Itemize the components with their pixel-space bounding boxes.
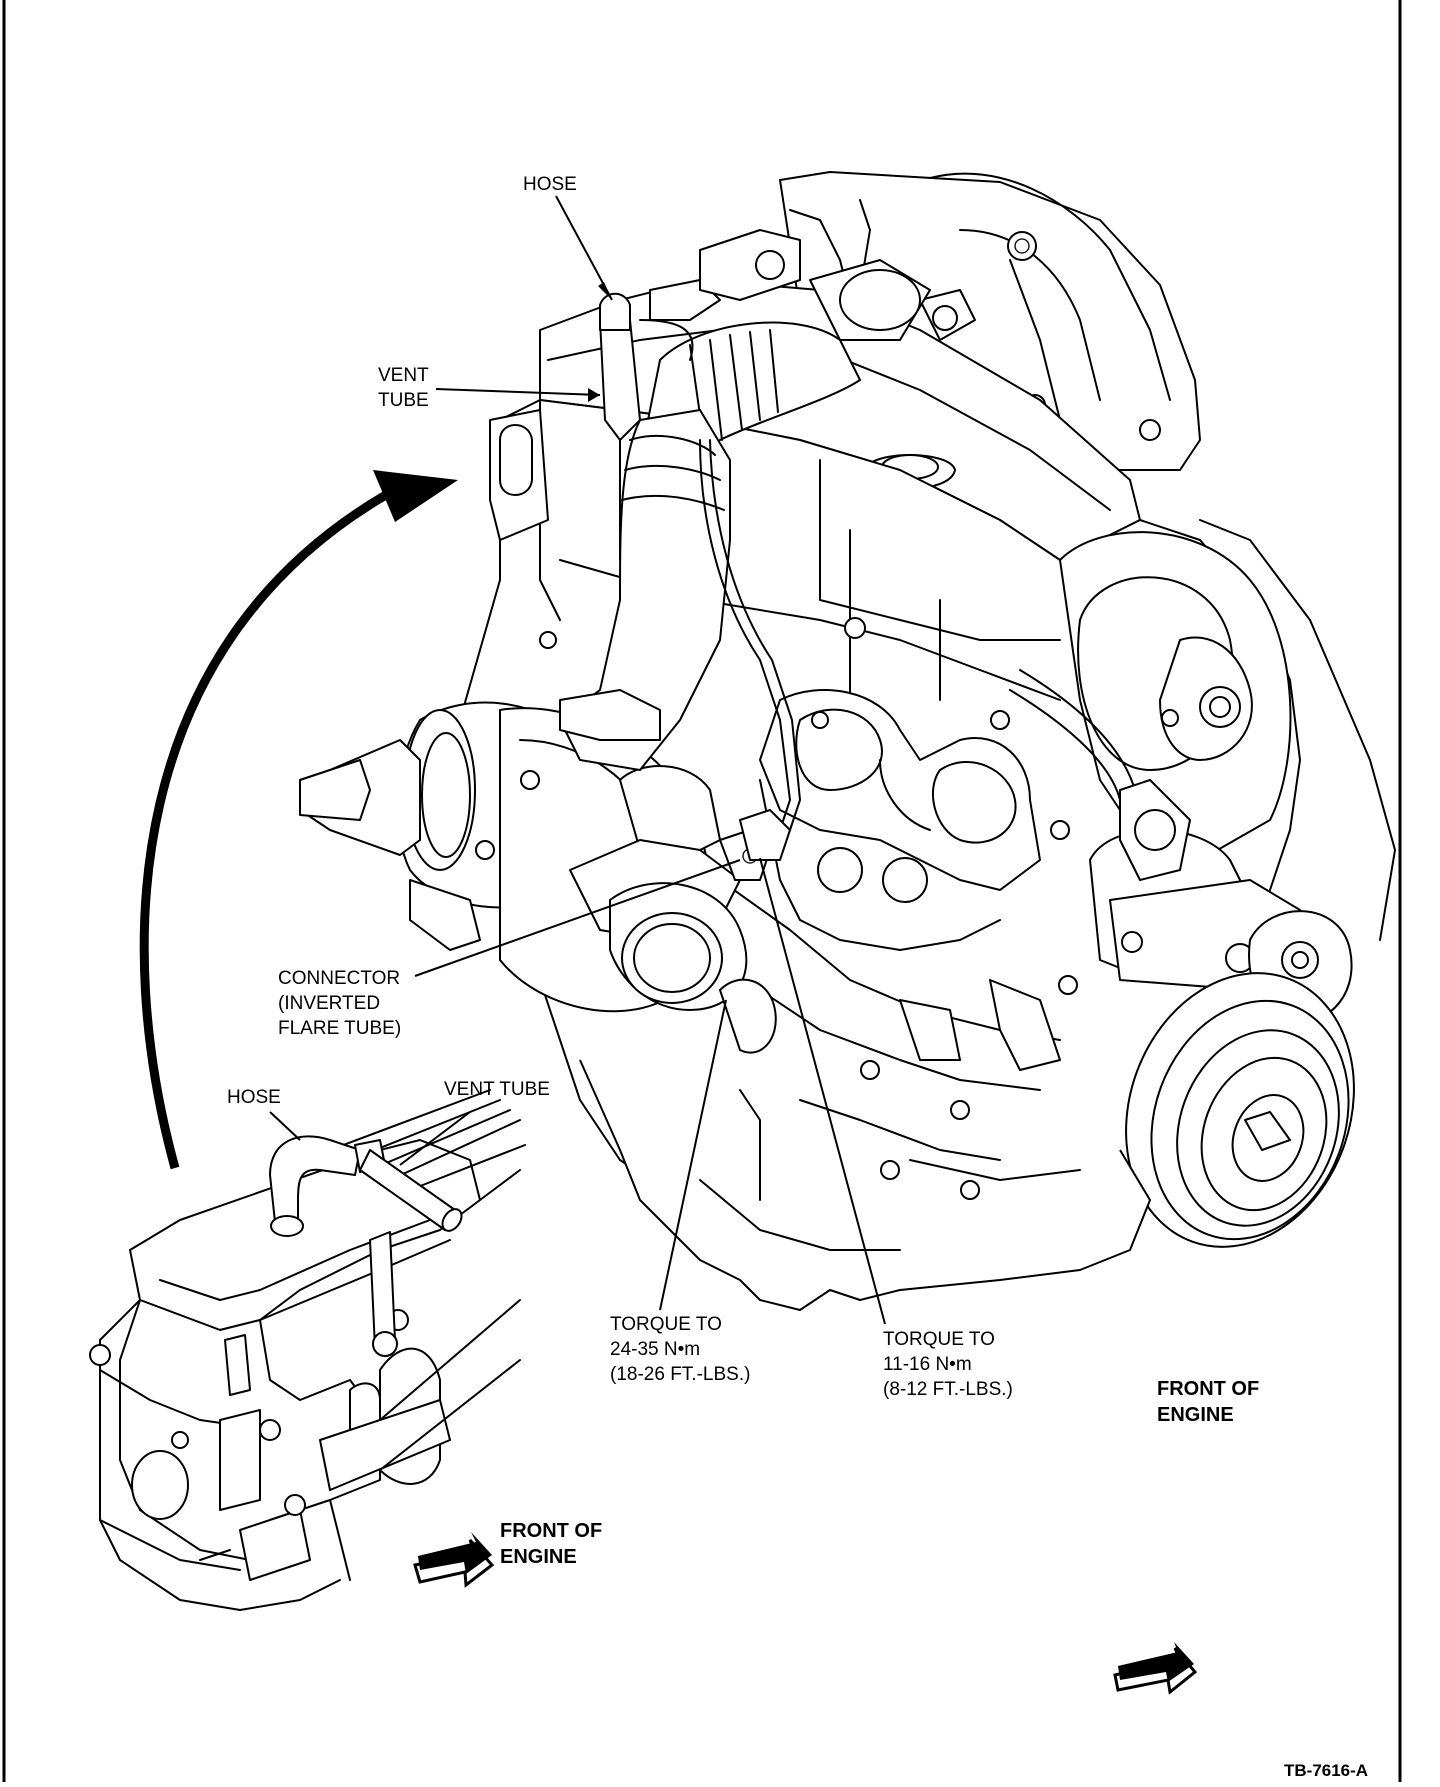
- front-direction-arrow-icon: [413, 1532, 495, 1588]
- label-front-right-1: FRONT OF: [1157, 1378, 1259, 1400]
- page-border: [2, 0, 1402, 1782]
- leader-lines: [269, 195, 886, 1325]
- label-torque-left-1: TORQUE TO: [610, 1314, 722, 1335]
- label-torque-left-2: 24-35 N•m: [610, 1339, 700, 1360]
- label-hose-inset: HOSE: [227, 1087, 281, 1108]
- label-connector-2: (INVERTED: [278, 993, 380, 1014]
- callout-labels: HOSE VENT TUBE CONNECTOR (INVERTED FLARE…: [227, 174, 1368, 1780]
- label-front-right-2: ENGINE: [1157, 1404, 1234, 1426]
- inset-cylinder-head-illustration: [89, 1089, 526, 1611]
- curved-pointer-arrow: [139, 470, 458, 1170]
- label-torque-right-3: (8-12 FT.-LBS.): [883, 1379, 1013, 1400]
- front-direction-arrow-icon: [1113, 1642, 1198, 1695]
- figure-id: TB-7616-A: [1284, 1761, 1368, 1780]
- label-hose-top: HOSE: [523, 174, 577, 195]
- label-connector-3: FLARE TUBE): [278, 1018, 401, 1039]
- label-vent-tube-inset: VENT TUBE: [444, 1079, 550, 1100]
- label-torque-right-2: 11-16 N•m: [883, 1354, 972, 1375]
- label-connector-1: CONNECTOR: [278, 968, 400, 989]
- label-front-inset-2: ENGINE: [500, 1546, 577, 1568]
- label-torque-right-1: TORQUE TO: [883, 1329, 995, 1350]
- label-vent-tube-top-2: TUBE: [378, 390, 429, 411]
- label-front-inset-1: FRONT OF: [500, 1520, 602, 1542]
- label-torque-left-3: (18-26 FT.-LBS.): [610, 1364, 750, 1385]
- engine-illustration: [299, 171, 1396, 1311]
- label-vent-tube-top-1: VENT: [378, 365, 429, 386]
